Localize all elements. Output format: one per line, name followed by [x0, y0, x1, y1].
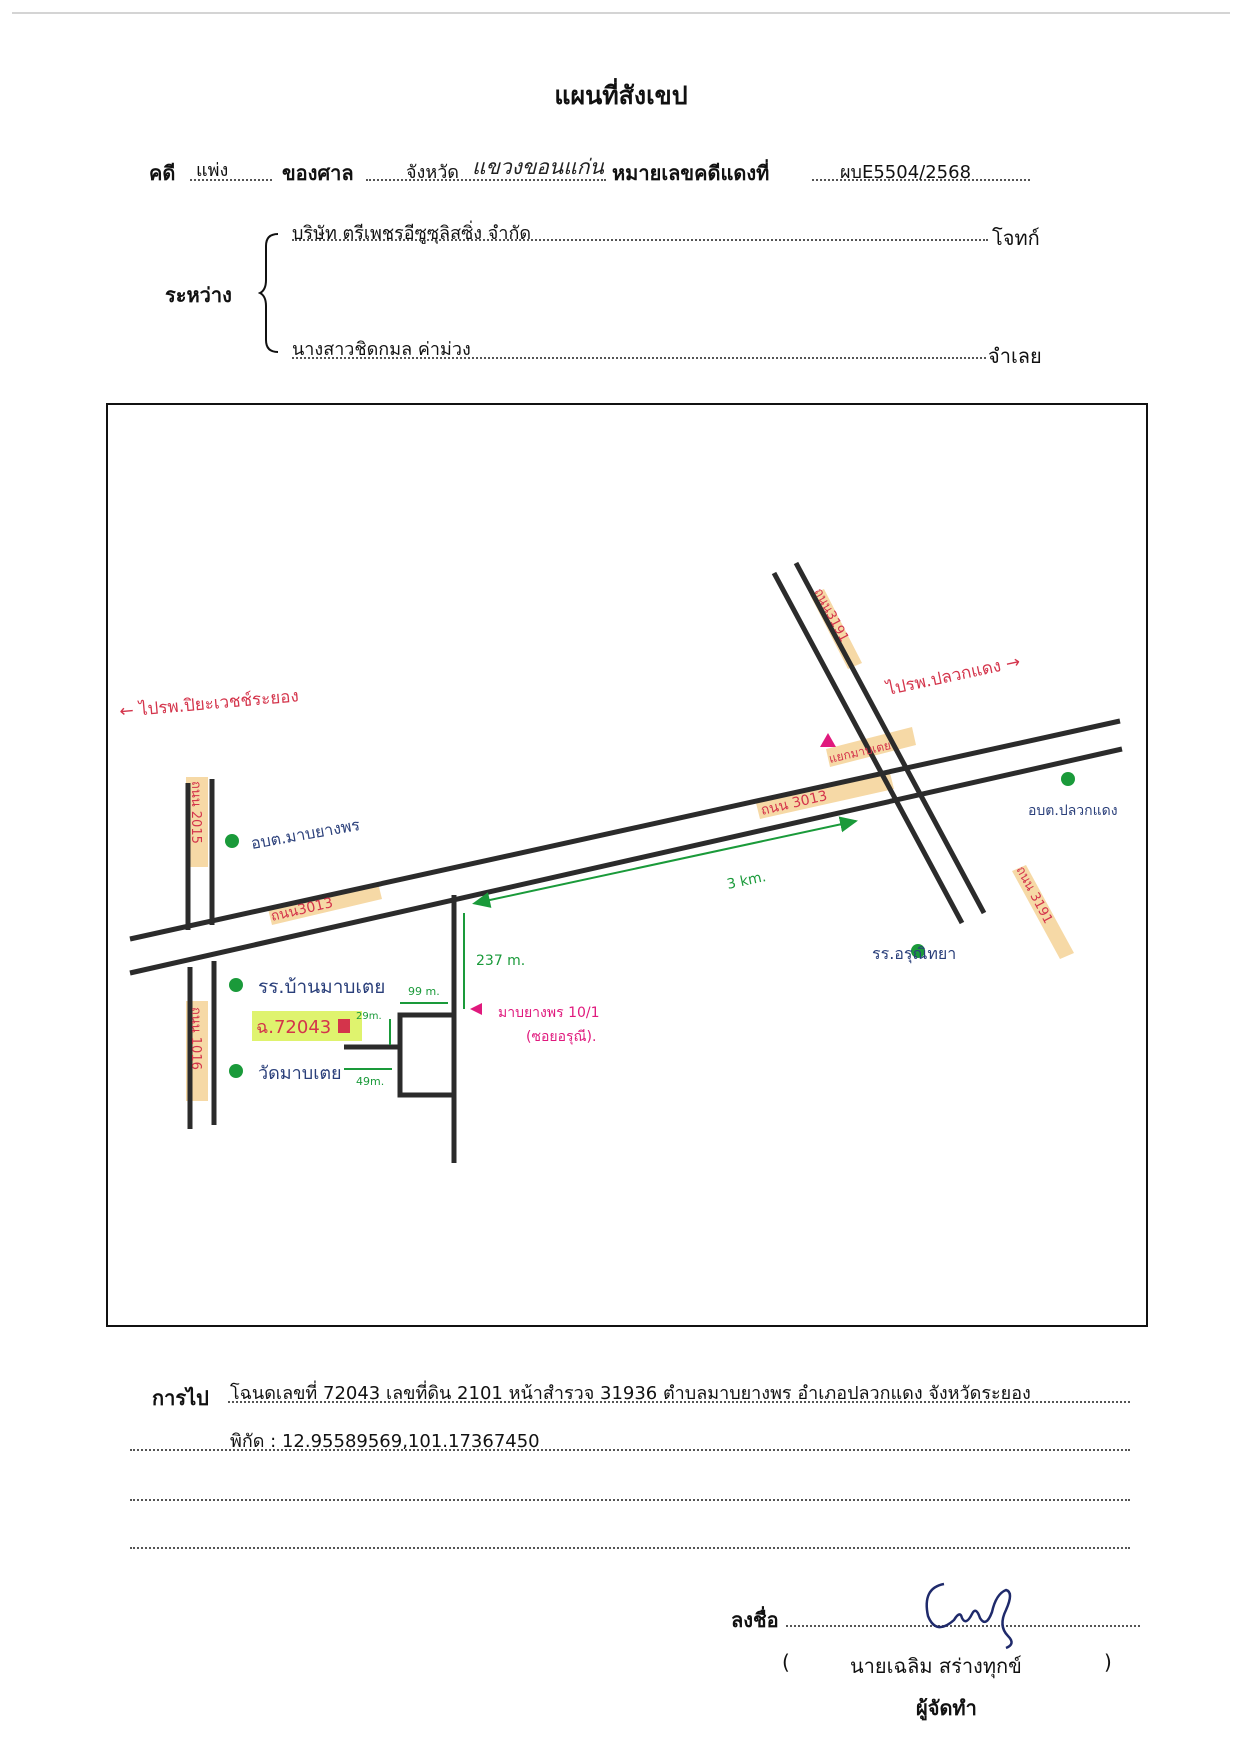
case-number: ผบE5504/2568: [840, 162, 972, 183]
directions-dotline-4: [130, 1546, 1130, 1549]
close-paren: ): [1104, 1650, 1112, 1674]
plaintiff-dotline: [292, 238, 988, 241]
label-dist-3km: 3 km.: [726, 869, 768, 893]
case-type: แพ่ง: [196, 160, 229, 181]
label-school-right: รร.อรุณิทยา: [872, 944, 956, 964]
label-dist-237: 237 m.: [476, 953, 525, 969]
road-3191-bottom-highlight: [1012, 865, 1074, 959]
road-3013-line-b: [129, 746, 1123, 976]
directions-dotline-3: [130, 1498, 1130, 1501]
map-drawing: ← ไปรพ.ปิยะเวชช์ระยอง ไปรพ.ปลวกแดง → ถนน…: [119, 561, 1123, 1163]
parties-brace: [258, 233, 279, 353]
label-to-left: ← ไปรพ.ปิยะเวชช์ระยอง: [119, 685, 300, 722]
open-paren: (: [782, 1650, 790, 1674]
province-value: แขวงขอนแก่น: [472, 155, 604, 179]
parcel-marker: [338, 1019, 350, 1033]
case-label: คดี: [149, 161, 176, 185]
road-2015-highlight: [186, 777, 208, 867]
road-3191-line-b: [793, 561, 987, 915]
label-temple: วัดมาบเตย: [258, 1063, 342, 1084]
signer-role: ผู้จัดทำ: [916, 1696, 977, 1720]
obt-right-marker: [1061, 772, 1075, 786]
court-label: ของศาล: [282, 161, 354, 185]
measure-3km: [472, 816, 858, 908]
school-left-marker: [229, 978, 243, 992]
signer-name: นายเฉลิม สร่างทุกข์: [850, 1654, 1022, 1678]
label-road-3191-top: ถนน3191: [810, 586, 851, 645]
temple-marker: [229, 1064, 243, 1078]
directions-line1: โฉนดเลขที่ 72043 เลขที่ดิน 2101 หน้าสำรว…: [230, 1383, 1031, 1404]
directions-label: การไป: [152, 1386, 209, 1410]
case-type-dotline: [190, 178, 272, 181]
road-3191-line-a: [771, 571, 965, 925]
label-dist-49: 49m.: [356, 1075, 384, 1088]
label-school-left: รร.บ้านมาบเตย: [258, 976, 385, 998]
label-road-3191-bottom: ถนน 3191: [1012, 864, 1055, 927]
between-label: ระหว่าง: [165, 283, 232, 307]
directions-dotline-2: [130, 1448, 1130, 1451]
label-parcel: ฉ.72043: [256, 1017, 331, 1038]
directions-dotline-1: [228, 1400, 1130, 1403]
label-dist-99: 99 m.: [408, 985, 440, 998]
sign-label: ลงชื่อ: [731, 1608, 779, 1632]
obt-left-marker: [225, 834, 239, 848]
page-title: แผนที่สังเขป: [554, 81, 688, 110]
sketch-map: ← ไปรพ.ปิยะเวชช์ระยอง ไปรพ.ปลวกแดง → ถนน…: [106, 403, 1148, 1327]
school-right-marker: [911, 944, 925, 958]
road-3013-left-highlight: [268, 883, 382, 925]
label-road-1016: ถนน 1016: [188, 1007, 203, 1070]
plaintiff-name: บริษัท ตรีเพชรอีซูซุลิสซิ่ง จำกัด: [292, 223, 532, 244]
directions-line2: พิกัด : 12.95589569,101.17367450: [230, 1431, 540, 1452]
label-obt-left: อบต.มาบยางพร: [249, 815, 361, 853]
junction-marker: [820, 733, 836, 747]
case-number-label: หมายเลขคดีแดงที่: [612, 161, 770, 185]
junction-highlight: [826, 727, 916, 767]
plot-access-road: [397, 1012, 454, 1098]
sign-dotline: [786, 1624, 1140, 1627]
case-number-dotline: [812, 178, 1030, 181]
label-soi-line2: (ซอยอรุณี).: [526, 1029, 596, 1045]
label-dist-29: 29m.: [356, 1011, 382, 1022]
province-label: จังหวัด: [406, 162, 459, 183]
road-3013-right-highlight: [756, 773, 894, 819]
label-to-right: ไปรพ.ปลวกแดง →: [883, 651, 1022, 700]
province-dotline: [366, 178, 606, 181]
label-road-2015: ถนน 2015: [188, 781, 203, 844]
label-obt-right: อบต.ปลวกแดง: [1028, 803, 1118, 819]
scan-top-line: [12, 12, 1230, 14]
defendant-name: นางสาวชิดกมล ค่าม่วง: [292, 339, 471, 360]
defendant-role: จำเลย: [988, 344, 1042, 368]
handwritten-signature: [925, 1582, 1013, 1650]
plaintiff-role: โจทก์: [992, 226, 1040, 250]
defendant-dotline: [292, 356, 986, 359]
soi-pointer: [470, 1003, 482, 1015]
label-soi-line1: มาบยางพร 10/1: [498, 1005, 600, 1021]
